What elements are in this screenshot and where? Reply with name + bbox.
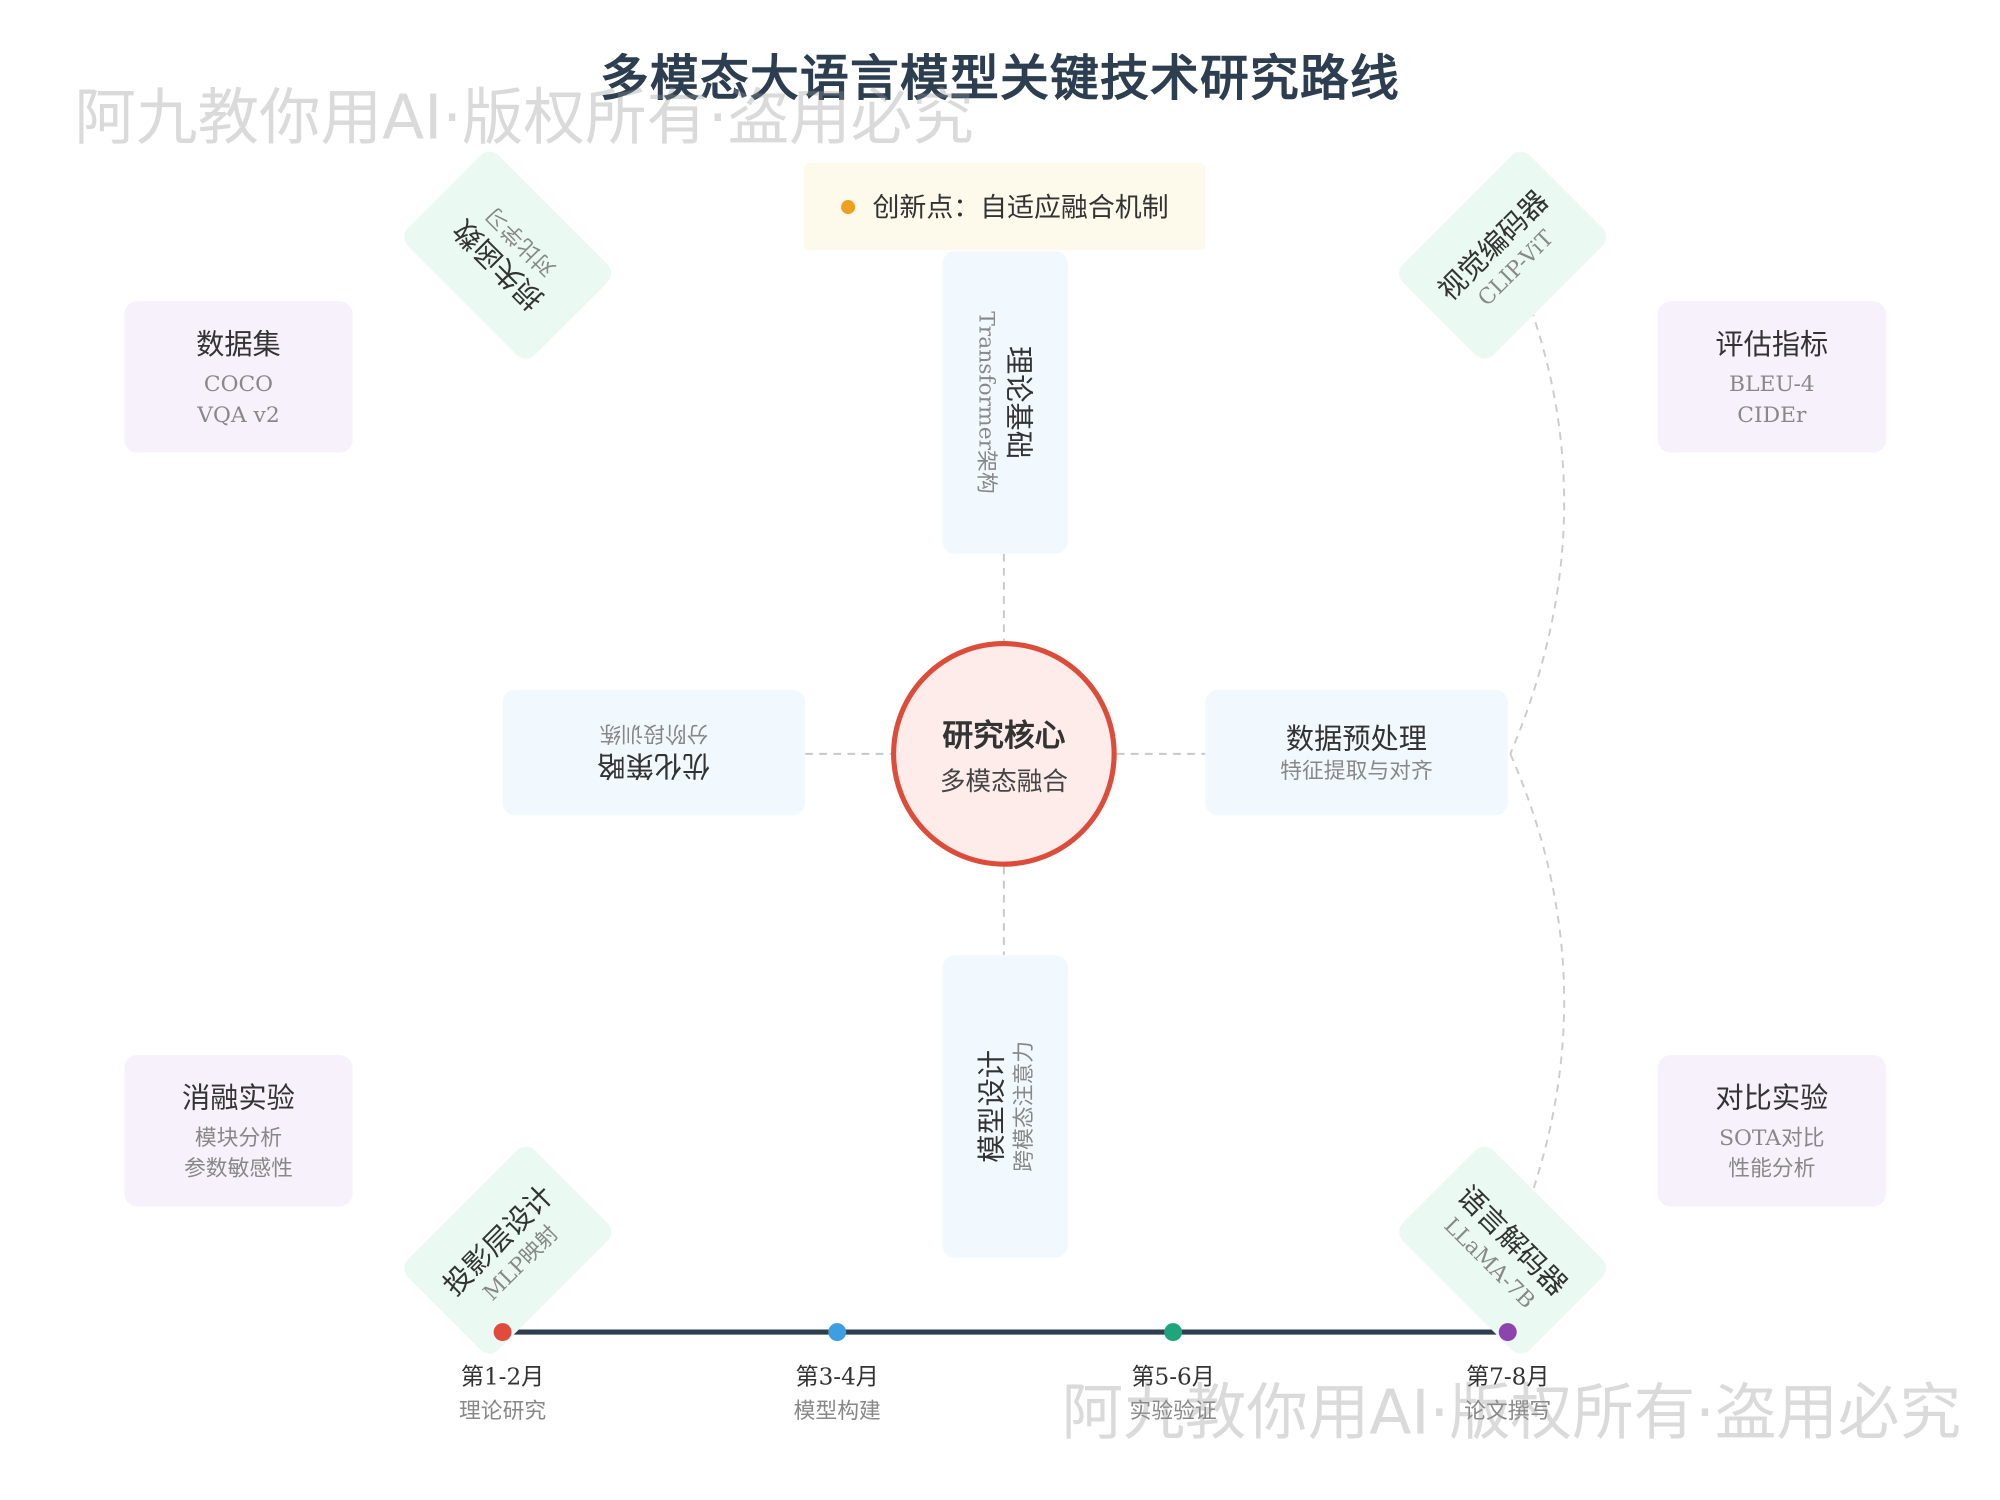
node-comparison-line-1: SOTA对比 <box>1719 1125 1825 1152</box>
callout-text: 创新点：自适应融合机制 <box>872 192 1169 224</box>
timeline-period-1: 第1-2月 <box>460 1364 545 1392</box>
timeline-label-4: 第7-8月 论文撰写 <box>1431 1359 1585 1424</box>
node-comparison: 对比实验 SOTA对比 性能分析 <box>1657 1055 1886 1207</box>
node-ablation-title: 消融实验 <box>182 1083 295 1116</box>
node-preprocess-subtitle: 特征提取与对齐 <box>1280 759 1433 785</box>
node-model-title: 模型设计 <box>977 1050 1010 1163</box>
node-theory-subtitle: Transformer架构 <box>972 311 999 494</box>
node-dataset-line-2: VQA v2 <box>197 402 280 429</box>
node-ablation-line-2: 参数敏感性 <box>183 1156 293 1183</box>
node-model: 模型设计 跨模态注意力 <box>942 955 1068 1258</box>
node-metrics: 评估指标 BLEU-4 CIDEr <box>1657 301 1886 453</box>
timeline-dot-1 <box>493 1323 512 1342</box>
innovation-callout: 创新点：自适应融合机制 <box>803 162 1206 251</box>
research-core-node: 研究核心 多模态融合 <box>891 641 1117 867</box>
node-metrics-line-1: BLEU-4 <box>1729 372 1815 398</box>
timeline-phase-4: 论文撰写 <box>1464 1398 1552 1425</box>
node-theory: 理论基础 Transformer架构 <box>942 251 1068 554</box>
node-theory-title: 理论基础 <box>1001 346 1034 459</box>
node-preprocess-title: 数据预处理 <box>1285 724 1427 757</box>
node-dataset-title: 数据集 <box>196 329 281 362</box>
timeline-dot-3 <box>1164 1323 1183 1342</box>
flow-curve-lower <box>1509 753 1566 1251</box>
timeline-dot-4 <box>1498 1323 1517 1342</box>
node-metrics-title: 评估指标 <box>1715 329 1829 362</box>
center-subtitle: 多模态融合 <box>939 765 1068 797</box>
timeline-period-4: 第7-8月 <box>1466 1364 1550 1392</box>
timeline-label-2: 第3-4月 模型构建 <box>760 1359 914 1424</box>
flow-curve-upper <box>1509 256 1566 755</box>
node-model-subtitle: 跨模态注意力 <box>1011 1041 1038 1172</box>
center-title: 研究核心 <box>942 716 1066 754</box>
timeline-period-2: 第3-4月 <box>795 1364 879 1392</box>
node-ablation: 消融实验 模块分析 参数敏感性 <box>124 1055 353 1207</box>
node-ablation-line-1: 模块分析 <box>194 1125 283 1152</box>
watermark-bottom: 阿九教你用AI·版权所有·盗用必究 <box>1061 1376 1961 1449</box>
page-title: 多模态大语言模型关键技术研究路线 <box>600 50 1401 107</box>
node-preprocess: 数据预处理 特征提取与对齐 <box>1205 689 1508 816</box>
node-dataset: 数据集 COCO VQA v2 <box>124 301 353 453</box>
callout-dot-icon <box>840 199 855 214</box>
node-dataset-line-1: COCO <box>203 372 274 398</box>
timeline-label-1: 第1-2月 理论研究 <box>426 1359 580 1424</box>
timeline-phase-3: 实验验证 <box>1129 1398 1217 1425</box>
timeline-phase-1: 理论研究 <box>458 1398 547 1425</box>
node-optimize-subtitle: 分阶段训练 <box>599 720 709 747</box>
watermark-top: 阿九教你用AI·版权所有·盗用必究 <box>74 82 974 154</box>
node-optimize: 优化策略 分阶段训练 <box>502 689 806 816</box>
node-comparison-line-2: 性能分析 <box>1728 1156 1816 1183</box>
timeline-label-3: 第5-6月 实验验证 <box>1096 1359 1250 1424</box>
timeline-period-3: 第5-6月 <box>1131 1364 1215 1392</box>
timeline-phase-2: 模型构建 <box>793 1398 881 1425</box>
node-metrics-line-2: CIDEr <box>1737 402 1807 429</box>
node-optimize-title: 优化策略 <box>597 748 711 781</box>
timeline-dot-2 <box>828 1323 847 1342</box>
node-comparison-title: 对比实验 <box>1715 1083 1829 1116</box>
